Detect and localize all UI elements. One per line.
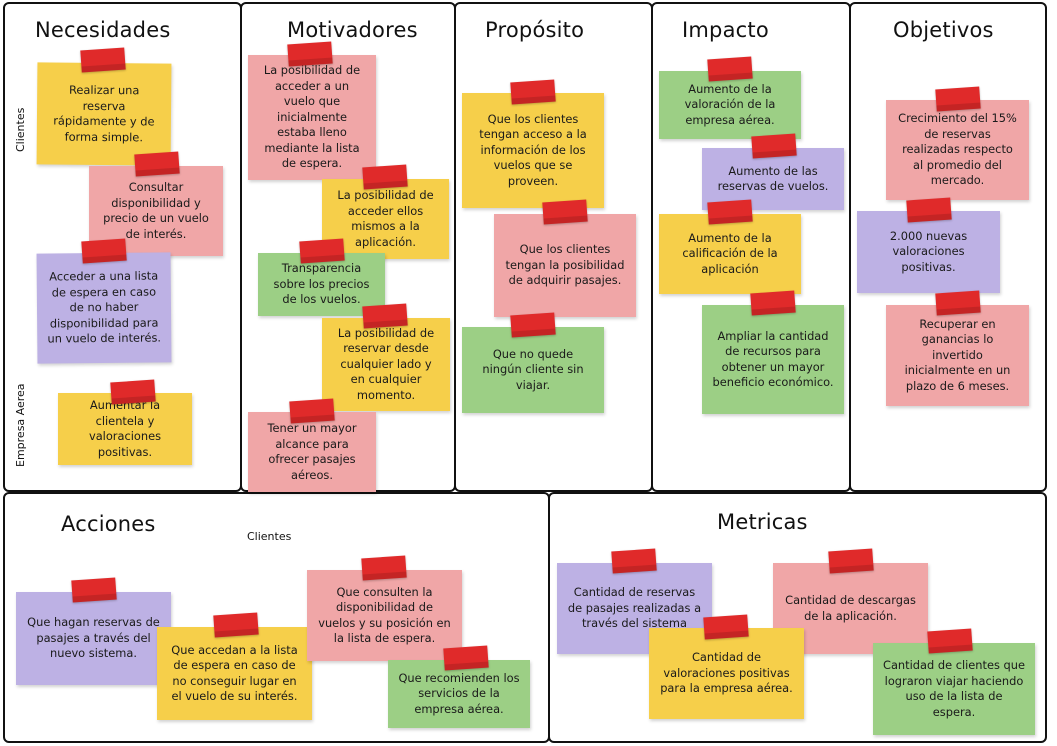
note-text: Tener un mayor alcance para ofrecer pasa… bbox=[267, 421, 357, 482]
row-label-empresa: Empresa Aerea bbox=[14, 383, 27, 467]
note-text: La posibilidad de acceder a un vuelo que… bbox=[263, 63, 361, 171]
note-text: Que hagan reservas de pasajes a través d… bbox=[27, 615, 160, 661]
tape-strip bbox=[707, 56, 753, 82]
title-necesidades: Necesidades bbox=[35, 18, 171, 42]
note-text: Ampliar la cantidad de recursos para obt… bbox=[712, 328, 834, 390]
tape-strip bbox=[510, 312, 556, 338]
title-metricas: Metricas bbox=[717, 510, 808, 534]
tape-strip bbox=[361, 555, 407, 581]
tape-strip bbox=[935, 86, 981, 112]
note-text: La posibilidad de acceder ellos mismos a… bbox=[337, 188, 434, 249]
sticky-note: Aumento de la calificación de la aplicac… bbox=[659, 214, 801, 294]
sticky-note: Cantidad de valoraciones positivas para … bbox=[649, 628, 804, 719]
tape-strip bbox=[213, 612, 259, 638]
title-impacto: Impacto bbox=[682, 18, 769, 42]
sticky-note: 2.000 nuevas valoraciones positivas. bbox=[857, 211, 1000, 293]
tape-strip bbox=[611, 548, 657, 574]
note-text: Aumento de la calificación de la aplicac… bbox=[682, 230, 778, 276]
tape-strip bbox=[510, 79, 556, 105]
note-text: Transparencia sobre los precios de los v… bbox=[273, 261, 370, 307]
row-label-clientes: Clientes bbox=[14, 107, 27, 152]
sticky-note: Ampliar la cantidad de recursos para obt… bbox=[702, 305, 844, 414]
sticky-note: La posibilidad de acceder a un vuelo que… bbox=[248, 55, 376, 180]
tape-strip bbox=[71, 577, 117, 603]
note-text: Que no quede ningún cliente sin viajar. bbox=[482, 346, 584, 392]
sticky-note: Aumento de la valoración de la empresa a… bbox=[659, 71, 801, 139]
note-text: Crecimiento del 15% de reservas realizad… bbox=[898, 111, 1017, 188]
sticky-note: Realizar una reserva rápidamente y de fo… bbox=[36, 62, 172, 166]
note-text: Acceder a una lista de espera en caso de… bbox=[47, 268, 162, 346]
tape-strip bbox=[927, 628, 973, 654]
title-motivadores: Motivadores bbox=[287, 18, 418, 42]
acciones-label-clientes: Clientes bbox=[247, 530, 292, 543]
tape-strip bbox=[80, 47, 126, 73]
title-objetivos: Objetivos bbox=[893, 18, 994, 42]
sticky-note: Aumentar la clientela y valoraciones pos… bbox=[58, 393, 192, 465]
tape-strip bbox=[81, 238, 127, 264]
sticky-note: Que consulten la disponibilidad de vuelo… bbox=[307, 570, 462, 661]
sticky-note: Tener un mayor alcance para ofrecer pasa… bbox=[248, 412, 376, 492]
note-text: Cantidad de clientes que lograron viajar… bbox=[883, 658, 1026, 719]
note-text: Aumento de la valoración de la empresa a… bbox=[684, 81, 776, 127]
tape-strip bbox=[828, 548, 874, 574]
note-text: La posibilidad de reservar desde cualqui… bbox=[337, 325, 435, 402]
tape-strip bbox=[299, 238, 345, 264]
sticky-note: La posibilidad de reservar desde cualqui… bbox=[322, 318, 450, 411]
sticky-note: Que no quede ningún cliente sin viajar. bbox=[462, 327, 604, 413]
sticky-note: Aumento de las reservas de vuelos. bbox=[702, 148, 844, 210]
sticky-note: Que recomienden los servicios de la empr… bbox=[388, 660, 530, 728]
tape-strip bbox=[443, 645, 489, 671]
sticky-note: Cantidad de clientes que lograron viajar… bbox=[873, 643, 1035, 735]
note-text: Aumento de las reservas de vuelos. bbox=[717, 163, 829, 194]
note-text: Que recomienden los servicios de la empr… bbox=[398, 670, 520, 716]
note-text: Que los clientes tengan la posibilidad d… bbox=[505, 242, 625, 288]
tape-strip bbox=[707, 199, 753, 225]
tape-strip bbox=[289, 398, 335, 424]
tape-strip bbox=[110, 379, 156, 405]
note-text: Cantidad de valoraciones positivas para … bbox=[660, 650, 793, 696]
tape-strip bbox=[750, 290, 796, 316]
note-text: Que los clientes tengan acceso a la info… bbox=[479, 111, 587, 188]
sticky-note: Recuperar en ganancias lo invertido inic… bbox=[886, 305, 1029, 406]
title-proposito: Propósito bbox=[485, 18, 585, 42]
note-text: Que consulten la disponibilidad de vuelo… bbox=[318, 584, 451, 646]
note-text: 2.000 nuevas valoraciones positivas. bbox=[889, 228, 968, 274]
sticky-note: Que hagan reservas de pasajes a través d… bbox=[16, 592, 171, 685]
tape-strip bbox=[935, 290, 981, 316]
tape-strip bbox=[751, 133, 797, 159]
tape-strip bbox=[362, 164, 408, 190]
note-text: Que accedan a la lista de espera en caso… bbox=[171, 642, 298, 704]
sticky-note: Que accedan a la lista de espera en caso… bbox=[157, 627, 312, 720]
note-text: Aumentar la clientela y valoraciones pos… bbox=[88, 398, 162, 459]
note-text: Cantidad de descargas de la aplicación. bbox=[785, 593, 916, 623]
tape-strip bbox=[287, 41, 333, 67]
tape-strip bbox=[362, 303, 408, 329]
tape-strip bbox=[906, 197, 952, 223]
tape-strip bbox=[703, 614, 749, 640]
note-text: Cantidad de reservas de pasajes realizad… bbox=[567, 585, 702, 631]
tape-strip bbox=[542, 199, 588, 225]
title-acciones: Acciones bbox=[61, 512, 156, 536]
sticky-note: Que los clientes tengan la posibilidad d… bbox=[494, 214, 636, 317]
sticky-note: Acceder a una lista de espera en caso de… bbox=[36, 252, 172, 364]
note-text: Consultar disponibilidad y precio de un … bbox=[103, 180, 209, 241]
sticky-note: Que los clientes tengan acceso a la info… bbox=[462, 93, 604, 208]
note-text: Realizar una reserva rápidamente y de fo… bbox=[53, 82, 155, 144]
note-text: Recuperar en ganancias lo invertido inic… bbox=[904, 316, 1011, 393]
sticky-note: Crecimiento del 15% de reservas realizad… bbox=[886, 100, 1029, 200]
tape-strip bbox=[134, 151, 180, 177]
